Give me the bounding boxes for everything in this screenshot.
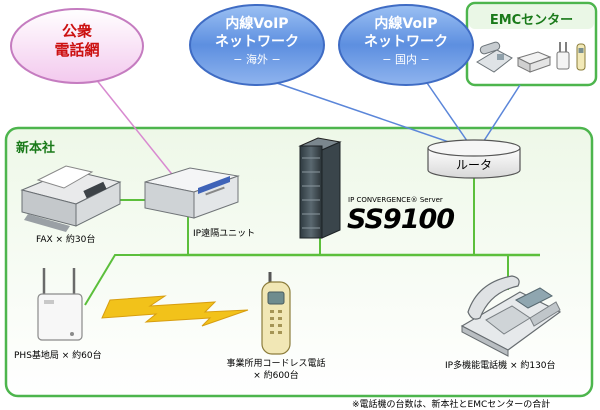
ip-remote-unit-label: IP遠隔ユニット [193,229,256,239]
cordless-label-line1: 事業所用コードレス電話 [226,359,326,369]
server-caption: IP CONVERGENCE® Server [348,196,443,204]
router-icon [427,139,521,179]
voip-overseas-cloud [189,4,325,86]
emc-link [477,84,521,151]
phs-base-station-icon [37,268,83,341]
emc-phs-base-icon [556,42,570,70]
voip-domestic-label: 内線VoIP ネットワーク − 国内 − [341,15,471,69]
phs-base-label: PHS基地局 × 約60台 [14,351,102,361]
emc-ip-phone-icon [476,41,513,73]
voip-domestic-line1: 内線VoIP [374,16,438,32]
pstn-label-line2: 電話網 [54,41,100,59]
cordless-label-line2: × 約600台 [253,371,299,381]
voip-domestic-line2: ネットワーク [364,34,448,50]
voip-overseas-line2: ネットワーク [215,34,299,50]
connection-lines [84,77,540,306]
router-label: ルータ [455,158,492,172]
cordless-phone-icon [261,272,291,355]
voip-overseas-shape [189,4,325,86]
emc-title-bg [469,5,594,29]
domestic-voip-link [424,79,473,149]
voip-overseas-line3: − 海外 − [233,53,281,66]
pstn-link [94,77,176,179]
voip-overseas-line1: 内線VoIP [225,16,289,32]
voip-domestic-cloud [338,4,474,86]
emc-cordless-phone-icon [576,43,586,71]
server-rack-icon [298,137,342,239]
phs-link [84,254,140,306]
footnote: ※電話機の台数は、新本社とEMCセンターの合計 [352,400,551,410]
emc-center-box [465,1,598,87]
emc-title: EMCセンター [489,13,574,28]
fax-machine-icon [20,165,122,232]
voip-overseas-label: 内線VoIP ネットワーク − 海外 − [192,15,322,69]
fax-label: FAX × 約30台 [36,235,96,245]
voip-domestic-shape [338,4,474,86]
wireless-signal-icon [101,295,249,327]
ip-phone-icon [460,275,562,357]
ip-remote-unit-icon [144,167,240,219]
server-model: SS9100 [347,204,455,235]
ip-phone-label: IP多機能電話機 × 約130台 [445,361,556,371]
emc-unit-icon [516,51,552,73]
headquarters-title: 新本社 [16,141,56,156]
pstn-cloud-shape [10,8,144,84]
pstn-label: 公衆 電話網 [22,22,132,60]
voip-domestic-line3: − 国内 − [382,53,430,66]
pstn-cloud [10,8,144,84]
overseas-voip-link [267,79,479,153]
cordless-label: 事業所用コードレス電話 × 約600台 [214,358,338,382]
pstn-label-line1: 公衆 [61,22,92,40]
